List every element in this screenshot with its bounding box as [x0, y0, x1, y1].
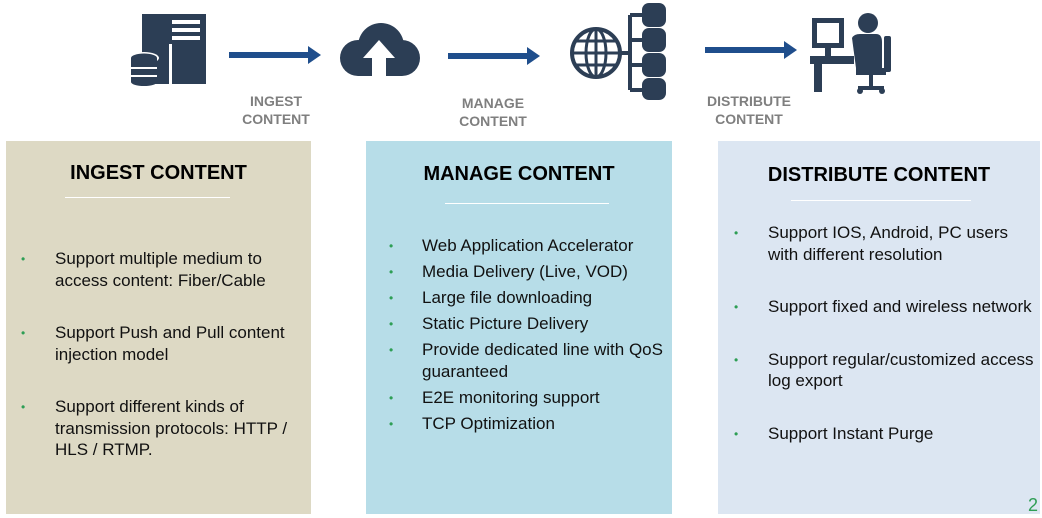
list-item: Support regular/customized access log ex… [734, 349, 1040, 392]
panel-title: DISTRIBUTE CONTENT [767, 164, 991, 186]
flow-arrow-3 [705, 41, 797, 59]
list-item: E2E monitoring support [389, 387, 667, 408]
user-workstation-icon [810, 13, 891, 94]
step-label-ingest: INGEST CONTENT [242, 93, 310, 127]
list-item: TCP Optimization [389, 413, 667, 434]
list-item: Support multiple medium to access conten… [21, 248, 305, 291]
flow-arrow-1 [229, 46, 321, 64]
bullet-list: Support multiple medium to access conten… [21, 248, 305, 492]
panel-title: INGEST CONTENT [70, 162, 247, 184]
ingest-content-panel: INGEST CONTENT Support multiple medium t… [6, 141, 311, 514]
list-item: Static Picture Delivery [389, 313, 667, 335]
list-item: Support IOS, Android, PC users with diff… [734, 222, 1040, 265]
flow-arrow-2 [448, 47, 540, 65]
step-label-distribute: DISTRIBUTE CONTENT [707, 93, 791, 127]
list-item: Support different kinds of transmission … [21, 396, 305, 461]
list-item: Support Instant Purge [734, 423, 1040, 444]
distribute-content-panel: DISTRIBUTE CONTENT Support IOS, Android,… [718, 141, 1040, 514]
page-number: 2 [1027, 495, 1038, 515]
panel-title: MANAGE CONTENT [423, 163, 615, 185]
list-item: Large file downloading [389, 287, 667, 309]
manage-content-panel: MANAGE CONTENT Web Application Accelerat… [366, 141, 672, 514]
list-item: Media Delivery (Live, VOD) [389, 261, 667, 283]
globe-network-icon [570, 3, 666, 100]
divider [791, 200, 971, 201]
step-label-manage: MANAGE CONTENT [459, 95, 527, 129]
list-item: Provide dedicated line with QoS guarante… [389, 339, 667, 382]
list-item: Web Application Accelerator [389, 235, 667, 257]
bullet-list: Web Application Accelerator Media Delive… [389, 235, 667, 439]
divider [445, 203, 609, 204]
list-item: Support fixed and wireless network [734, 296, 1040, 318]
list-item: Support Push and Pull content injection … [21, 322, 305, 365]
server-database-icon [129, 14, 206, 86]
bullet-list: Support IOS, Android, PC users with diff… [734, 222, 1040, 475]
cloud-upload-icon [340, 23, 420, 76]
divider [65, 197, 230, 198]
